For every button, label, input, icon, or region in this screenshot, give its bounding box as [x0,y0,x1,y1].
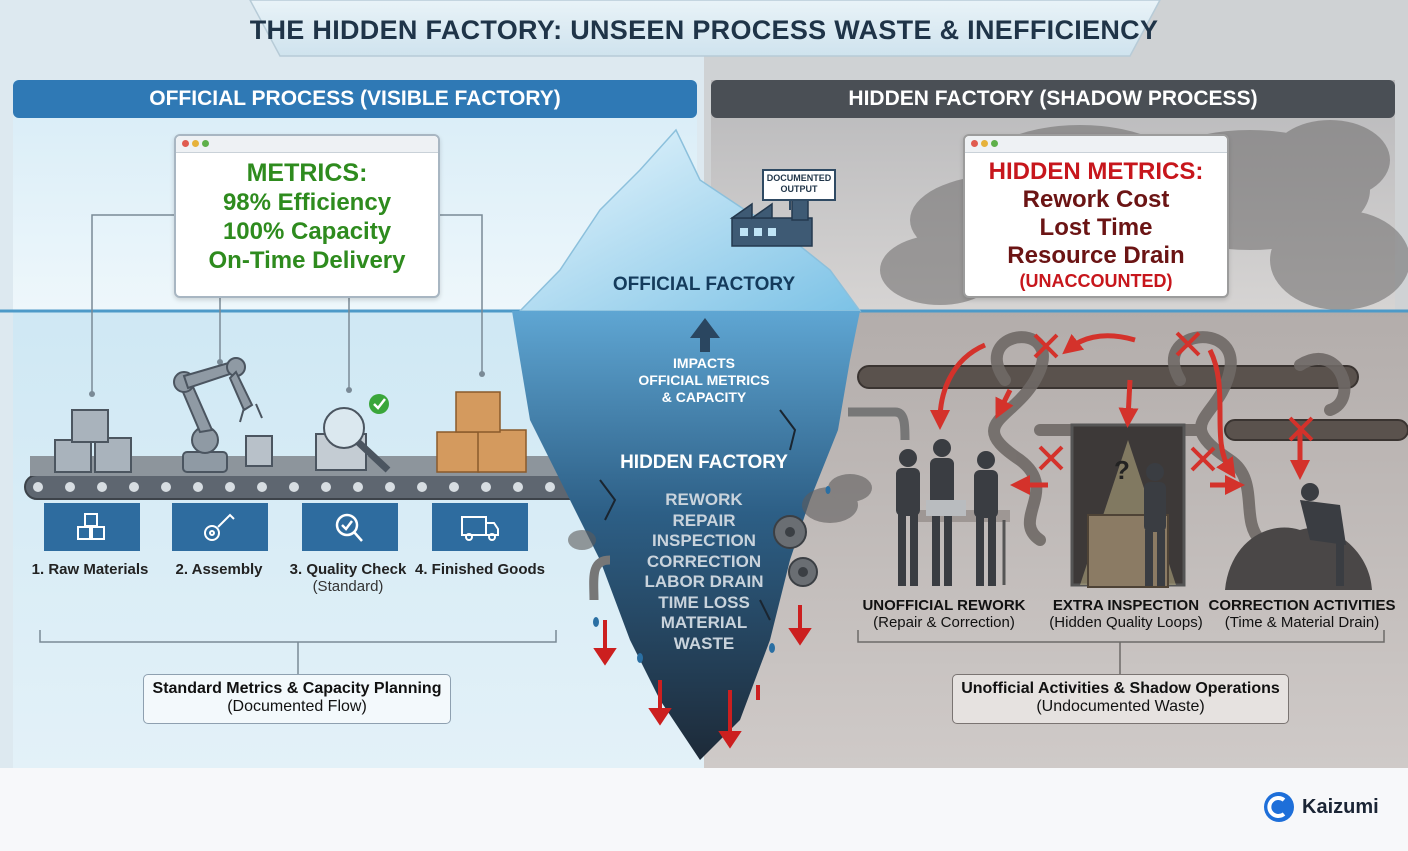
step-sublabel: (Standard) [312,578,384,595]
metric-efficiency: 98% Efficiency [222,189,392,216]
waste-item: LABOR DRAIN [644,572,764,591]
activity-correction: CORRECTION ACTIVITIES (Time & Material D… [1207,597,1397,631]
maximize-dot-icon [202,140,209,147]
hidden-footer-sub: (Undocumented Waste) [1036,698,1205,715]
metrics-unaccounted-note: (UNACCOUNTED) [1019,271,1173,291]
metric-capacity: 100% Capacity [222,218,392,245]
waste-list: REWORK REPAIR INSPECTION CORRECTION LABO… [634,490,774,654]
step-assembly: 2. Assembly [144,561,294,578]
page-title: THE HIDDEN FACTORY: UNSEEN PROCESS WASTE… [249,14,1159,45]
waste-item: CORRECTION [646,551,762,571]
official-factory-label: OFFICIAL FACTORY [612,274,796,295]
magnifier-icon [335,513,363,542]
minimize-dot-icon [192,140,199,147]
step-raw-materials: 1. Raw Materials [15,561,165,578]
official-footer-title: Standard Metrics & Capacity Planning [152,680,442,697]
activity-sublabel: (Hidden Quality Loops) [1049,614,1203,631]
step-quality-check: 3. Quality Check (Standard) [273,561,423,595]
maximize-dot-icon [991,140,998,147]
hidden-factory-header: HIDDEN FACTORY (SHADOW PROCESS) [848,87,1258,110]
kaizumi-logo: Kaizumi [1262,790,1379,824]
metric-resource-drain: Resource Drain [1007,242,1185,269]
metric-rework-cost: Rework Cost [1022,186,1170,213]
truck-icon [461,516,499,541]
brand-name: Kaizumi [1302,795,1379,818]
hidden-footer-title: Unofficial Activities & Shadow Operation… [961,680,1280,697]
activity-sublabel: (Time & Material Drain) [1224,614,1380,631]
documented-output-sign: DOCUMENTED OUTPUT [763,173,835,195]
metrics-heading: METRICS: [246,159,368,187]
window-title-bar [965,136,1227,153]
close-dot-icon [971,140,978,147]
activity-label: EXTRA INSPECTION [1052,597,1200,614]
waste-item: REPAIR [672,510,736,530]
gear-robot-icon [204,513,235,541]
step-label: 3. Quality Check [289,561,407,578]
activity-unofficial-rework: UNOFFICIAL REWORK (Repair & Correction) [849,597,1039,631]
window-title-bar [176,136,438,153]
waste-item: TIME LOSS [658,592,750,612]
official-process-header: OFFICIAL PROCESS (VISIBLE FACTORY) [149,87,561,110]
step-label: 4. Finished Goods [414,561,545,578]
step-finished-goods: 4. Finished Goods [405,561,555,578]
activity-extra-inspection: EXTRA INSPECTION (Hidden Quality Loops) [1031,597,1221,631]
cubes-icon [77,513,105,540]
waste-item: WASTE [673,633,735,653]
activity-label: CORRECTION ACTIVITIES [1208,597,1396,614]
question-mark-icon: ? [1114,455,1130,485]
metric-lost-time: Lost Time [1039,214,1153,241]
step-label: 2. Assembly [175,561,263,578]
waste-item: MATERIAL [660,613,748,632]
official-footer-sub: (Documented Flow) [227,698,367,715]
impacts-line: OFFICIAL METRICS [638,372,770,388]
official-footer-box: Standard Metrics & Capacity Planning (Do… [143,674,451,724]
impacts-line: IMPACTS [673,355,735,371]
metric-delivery: On-Time Delivery [208,247,406,274]
waste-item: INSPECTION [652,531,756,550]
close-dot-icon [182,140,189,147]
step-label: 1. Raw Materials [31,561,149,578]
minimize-dot-icon [981,140,988,147]
activity-sublabel: (Repair & Correction) [873,614,1015,631]
official-metrics-box: METRICS: 98% Efficiency 100% Capacity On… [174,134,440,298]
activity-label: UNOFFICIAL REWORK [862,597,1026,614]
hidden-metrics-heading: HIDDEN METRICS: [988,158,1204,185]
impacts-label: IMPACTS OFFICIAL METRICS & CAPACITY [604,355,804,406]
kaizumi-logo-icon [1264,792,1294,822]
sign-line: DOCUMENTED [766,173,832,183]
waste-item: REWORK [665,490,743,509]
impacts-line: & CAPACITY [661,389,747,405]
hidden-footer-box: Unofficial Activities & Shadow Operation… [952,674,1289,724]
hidden-metrics-box: HIDDEN METRICS: Rework Cost Lost Time Re… [963,134,1229,298]
hidden-factory-label: HIDDEN FACTORY [620,452,788,473]
sign-line: OUTPUT [780,184,818,194]
